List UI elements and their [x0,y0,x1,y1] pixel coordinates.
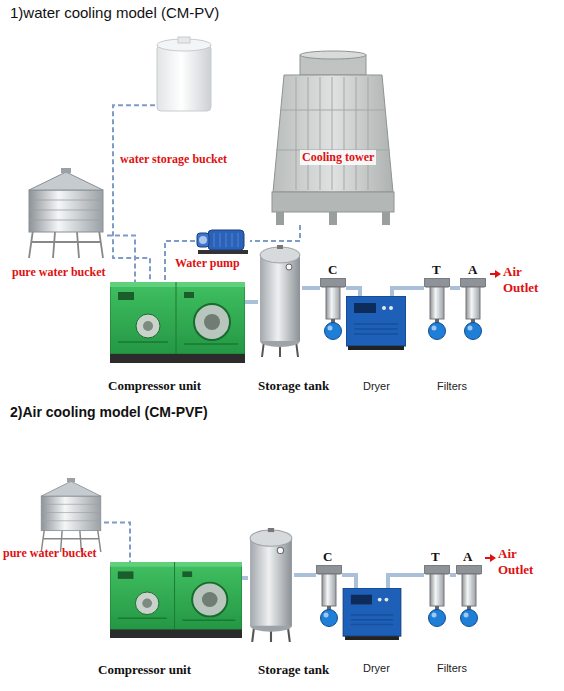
group-label: Filters [437,662,467,674]
air-pipe [245,300,258,304]
cooling-tower-art [329,212,337,225]
cooling-tower-art [273,75,393,192]
section-heading: 1)water cooling model (CM-PV) [10,4,219,21]
section-heading: 2)Air cooling model (CM-PVF) [10,404,208,420]
storage-tank-art [260,245,300,357]
water-storage-bucket-art [157,37,211,111]
component-label: Dryer [363,662,390,674]
air-pipe [450,286,460,290]
cooling-tower-art [382,212,390,225]
water-pump-art [198,250,248,254]
compressor-art [110,282,245,363]
water-line [113,105,155,282]
component-label: T [431,549,440,565]
water-line [107,236,135,283]
outlet-arrow [490,270,501,278]
water-pump: Water pump [195,228,250,254]
component-label: Compressor unit [98,662,191,678]
component-label: C [323,549,332,565]
component-label: Storage tank [258,378,329,394]
water-pump-art [199,236,207,244]
filter: A [460,278,486,340]
water-line [104,522,130,562]
component-label: pure water bucket [3,546,97,561]
component-label: Water pump [175,256,240,271]
compressor-unit: Compressor unit [110,562,242,638]
dryer-art [346,296,406,350]
filter: T [424,278,450,340]
air-pipe [346,288,360,296]
storage-tank-art [250,528,292,642]
compressor-unit: Compressor unit [110,282,245,363]
component-label: Cooling tower [300,150,376,165]
cooling-tower-art [300,51,366,59]
storage-tank: Storage tank [248,528,294,642]
component-label: pure water bucket [12,265,106,280]
storage-tank: Storage tank [258,245,302,357]
component-label: C [328,262,337,278]
component-label: water storage bucket [120,152,227,167]
component-label: A [468,262,477,278]
water-storage-bucket-art [157,45,211,111]
component-label: A [463,549,472,565]
filter-art [424,565,450,627]
cooling-tower: Cooling tower [270,55,395,225]
outlet-arrow [485,554,496,562]
air-pipe [342,575,356,588]
water-pump-art [197,233,209,247]
air-pipe [392,288,424,296]
component-label: Compressor unit [108,378,201,394]
cooling-tower-art [276,212,284,225]
air-pipe [302,286,320,290]
dryer: Dryer [346,296,406,350]
water-bucket: water storage bucket [155,35,213,113]
air-pipe [450,573,456,577]
water-pump-art [208,230,244,250]
pure-water-bucket: pure water bucket [25,168,107,258]
filter: C [320,278,346,340]
dryer-art [343,588,401,640]
filter-art [424,278,450,340]
cooling-tower-art [272,192,394,212]
filter: T [424,565,450,627]
filter-art [320,278,346,340]
filter: A [456,565,482,627]
air-pipe [294,573,316,577]
outlet-label: Air Outlet [498,546,546,578]
component-label: T [432,262,441,278]
compressor-art [110,562,242,638]
component-label: Storage tank [258,662,329,678]
air-pipe [242,576,248,580]
water-storage-bucket-art [178,37,190,43]
pure-water-bucket: pure water bucket [38,478,104,552]
air-pipe [388,575,424,588]
outlet-arrow [490,554,496,562]
filter-art [460,278,486,340]
dryer: Dryer [342,588,402,640]
pure-water-bucket-art [41,478,101,552]
component-label: Dryer [363,380,390,392]
filter-art [316,565,342,627]
cooling-tower-art [272,51,394,225]
water-line [250,225,300,241]
cooling-tower-art [276,77,390,190]
filter-art [456,565,482,627]
filter: C [316,565,342,627]
outlet-label: Air Outlet [503,264,551,296]
water-pump-art [214,233,238,247]
water-pump-art [197,230,248,254]
group-label: Filters [437,380,467,392]
outlet-arrow [495,270,501,278]
pure-water-bucket-art [29,168,103,258]
